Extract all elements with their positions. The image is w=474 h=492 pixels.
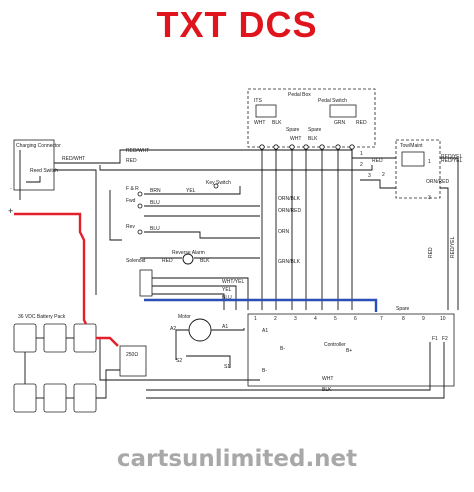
wire-orn-red: ORN/RED: [426, 179, 449, 185]
pedal-box-outline: [247, 88, 376, 148]
wire-wht-1: WHT: [254, 120, 265, 126]
motor-armature: [188, 318, 212, 342]
wire-red-wht-2: RED/WHT: [126, 148, 149, 154]
terminal-plus: +: [8, 206, 13, 216]
terminal-bminus-a: B-: [280, 346, 285, 352]
pedal-pin-2: 2: [360, 162, 363, 168]
solenoid-diode-box: [119, 345, 147, 377]
wire-grn: GRN: [334, 120, 346, 126]
key-switch-label: Key Switch: [206, 180, 231, 186]
tow-pin-2: 2: [382, 172, 385, 178]
wire-orn: ORN: [278, 229, 290, 235]
spare-label-a: Spare: [286, 127, 300, 133]
terminal-f2: F2: [442, 336, 448, 342]
resistor-value: 250Ω: [126, 352, 138, 358]
svg-text:7: 7: [380, 316, 383, 322]
wire-red-4: RED: [356, 120, 367, 126]
svg-text:1: 1: [254, 316, 257, 322]
pedal-pin-1: 1: [360, 151, 363, 157]
wire-orn-blk: ORN/BLK: [278, 196, 301, 202]
controller-box: [247, 313, 455, 387]
tow-maint-outline: [395, 139, 441, 199]
svg-text:2: 2: [274, 316, 277, 322]
wire-blk-alarm: BLK: [200, 258, 210, 264]
reed-switch-label: Reed Switch: [30, 168, 58, 174]
terminal-bplus: B+: [346, 348, 352, 354]
spare-label-b: Spare: [308, 127, 322, 133]
terminal-minus: -: [10, 186, 12, 192]
wire-red-yel-vertical: RED/YEL: [450, 236, 456, 258]
terminal-a2: A2: [170, 326, 176, 332]
tow-maint-label: Tow/Maint: [400, 143, 423, 149]
wire-grn-blk: GRN/BLK: [278, 259, 301, 265]
charging-connector-label: Charging Connector: [16, 143, 61, 149]
tow-maint-switch: [401, 151, 425, 167]
pedal-box-label: Pedal Box: [288, 92, 311, 98]
terminal-s2: S2: [176, 358, 182, 364]
svg-text:6: 6: [354, 316, 357, 322]
wire-harness: [19, 149, 459, 399]
wire-orn-red-2: ORN/RED: [278, 208, 301, 214]
wire-blu-a: BLU: [150, 200, 160, 206]
wire-wht-yel: WHT/YEL: [222, 279, 244, 285]
power-wire-red-2: [96, 336, 119, 347]
wire-blu-b: BLU: [150, 226, 160, 232]
rev-label: Rev: [126, 224, 135, 230]
wire-blu-2: BLU: [222, 295, 232, 301]
reverse-alarm-label: Reverse Alarm: [172, 250, 205, 256]
its-sensor: [255, 104, 277, 118]
terminal-bminus-b: B-: [262, 368, 267, 374]
svg-text:5: 5: [334, 316, 337, 322]
svg-text:8: 8: [402, 316, 405, 322]
wire-blk-2: BLK: [308, 136, 318, 142]
solenoid-label: Solenoid: [126, 258, 146, 264]
signal-wire-blue: [144, 298, 378, 312]
wire-red-alarm: RED: [162, 258, 173, 264]
footer-watermark: cartsunlimited.net: [116, 446, 358, 472]
motor-label: Motor: [178, 314, 191, 320]
battery-pack: [13, 323, 97, 413]
wire-red-yel-1: RED/YEL: [441, 154, 463, 160]
controller-pin-numbers: 1 2 3 4 5 6 7 8 9 10: [254, 316, 446, 322]
pedal-pin-3: 3: [368, 173, 371, 179]
page-title: TXT DCS: [156, 4, 318, 45]
wire-red-2: RED: [372, 158, 383, 164]
wire-spare-bottom: Spare: [396, 306, 410, 312]
wire-wht-2: WHT: [290, 136, 301, 142]
terminal-a1: A1: [222, 324, 228, 330]
wire-blk-1: BLK: [272, 120, 282, 126]
svg-text:4: 4: [314, 316, 317, 322]
terminal-a1-controller: A1: [262, 328, 268, 334]
battery-pack-label: 36 VDC Battery Pack: [18, 314, 66, 320]
wire-yel-2: YEL: [222, 287, 232, 293]
svg-text:10: 10: [440, 316, 446, 322]
controller-label: Controller: [324, 342, 346, 348]
svg-text:3: 3: [294, 316, 297, 322]
wire-red-yel-2: RED/YEL: [441, 158, 463, 164]
wire-red-3: RED: [428, 247, 434, 258]
svg-text:9: 9: [422, 316, 425, 322]
wire-yel: YEL: [186, 188, 196, 194]
its-label: ITS: [254, 98, 262, 104]
pedal-switch: [329, 104, 357, 118]
wire-brn: BRN: [150, 188, 161, 194]
fwd-label: Fwd: [126, 198, 136, 204]
fr-label: F & R: [126, 186, 139, 192]
terminal-s1: S1: [224, 364, 230, 370]
power-wire-red: [14, 212, 88, 325]
tow-pin-1: 1: [428, 159, 431, 165]
wire-wht-bottom: WHT: [322, 376, 333, 382]
charging-connector-box: [13, 139, 55, 191]
pedal-box-connector: [259, 144, 355, 150]
wire-red-1: RED: [126, 158, 137, 164]
terminal-f1: F1: [432, 336, 438, 342]
wire-red-wht-1: RED/WHT: [62, 156, 85, 162]
pedal-switch-label: Pedal Switch: [318, 98, 347, 104]
solenoid-coil: [139, 269, 153, 297]
tow-pin-3: 3: [428, 195, 431, 201]
